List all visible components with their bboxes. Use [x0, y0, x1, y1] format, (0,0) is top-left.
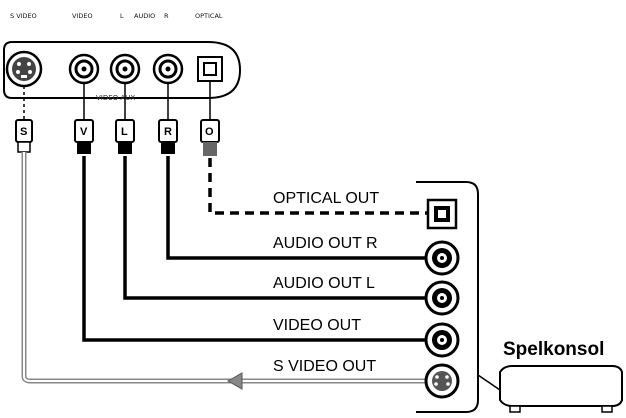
video-out-jack[interactable]	[424, 322, 460, 358]
label-audio-out-l: AUDIO OUT L	[273, 275, 375, 292]
audio-r-jack[interactable]	[152, 53, 184, 85]
console-label: Spelkonsol	[503, 339, 604, 360]
output-panel	[416, 181, 479, 413]
optical-out-jack[interactable]	[426, 198, 458, 230]
s-video-jack[interactable]	[5, 50, 43, 88]
plug-r-label: R	[164, 126, 172, 138]
game-console-icon	[499, 365, 623, 413]
label-optical-out: OPTICAL OUT	[273, 190, 379, 207]
plug-v: V	[74, 119, 94, 154]
plug-r: R	[158, 119, 178, 154]
label-audio: AUDIO	[134, 12, 155, 20]
label-s-video: S VIDEO	[10, 12, 37, 20]
plug-s-label: S	[20, 126, 27, 138]
plug-v-label: V	[80, 126, 88, 138]
label-r: R	[164, 12, 169, 20]
s-video-out-jack[interactable]	[424, 363, 460, 399]
label-video: VIDEO	[72, 12, 93, 20]
label-l: L	[120, 12, 124, 20]
label-s-video-out: S VIDEO OUT	[273, 358, 376, 375]
label-video-out: VIDEO OUT	[273, 317, 361, 334]
plug-o-label: O	[205, 126, 214, 138]
audio-out-l-jack[interactable]	[424, 280, 460, 316]
panel-label: VIDEO AUX	[96, 94, 135, 102]
audio-l-jack[interactable]	[109, 53, 141, 85]
plug-l: L	[115, 119, 135, 154]
plug-o: O	[200, 119, 220, 156]
optical-jack[interactable]	[197, 56, 223, 82]
audio-out-r-jack[interactable]	[424, 240, 460, 276]
aux-input-panel: VIDEO AUX	[3, 41, 242, 102]
label-audio-out-r: AUDIO OUT R	[273, 235, 378, 252]
label-optical: OPTICAL	[195, 12, 223, 20]
plug-s: S	[15, 119, 33, 153]
video-jack[interactable]	[68, 53, 100, 85]
plug-l-label: L	[121, 126, 128, 138]
